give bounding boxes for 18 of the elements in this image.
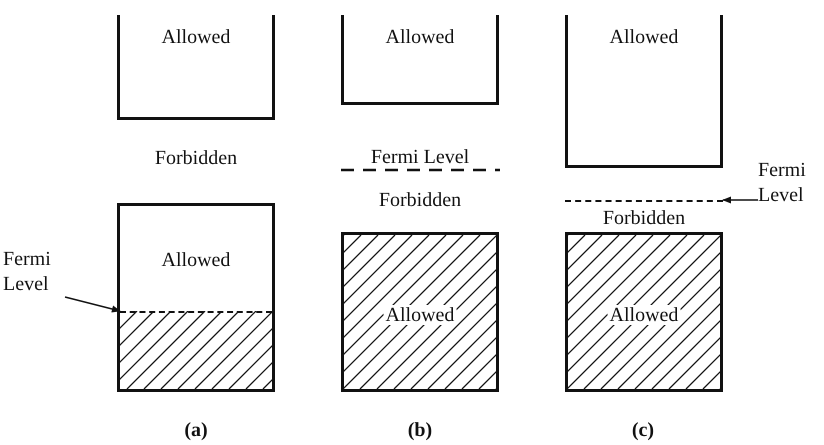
leader-line — [722, 196, 758, 204]
fermi-level-line — [120, 311, 272, 315]
leader-line — [64, 296, 121, 312]
region-label: Forbidden — [154, 148, 238, 168]
energy-band-box — [117, 15, 275, 120]
panel-label: (c) — [632, 420, 654, 440]
panel-label: (b) — [408, 420, 432, 440]
region-label: Forbidden — [378, 190, 462, 210]
region-label: Fermi Level — [370, 147, 470, 167]
fermi-level-line — [565, 200, 723, 204]
energy-band-box — [565, 15, 723, 168]
leader-text: Fermi Level — [758, 158, 822, 208]
energy-band-box — [341, 15, 499, 105]
band-label: Allowed — [384, 305, 456, 325]
panel-label: (a) — [184, 420, 208, 440]
leader-text: Fermi Level — [3, 247, 65, 297]
band-label: Allowed — [608, 305, 680, 325]
region-label: Forbidden — [602, 208, 686, 228]
